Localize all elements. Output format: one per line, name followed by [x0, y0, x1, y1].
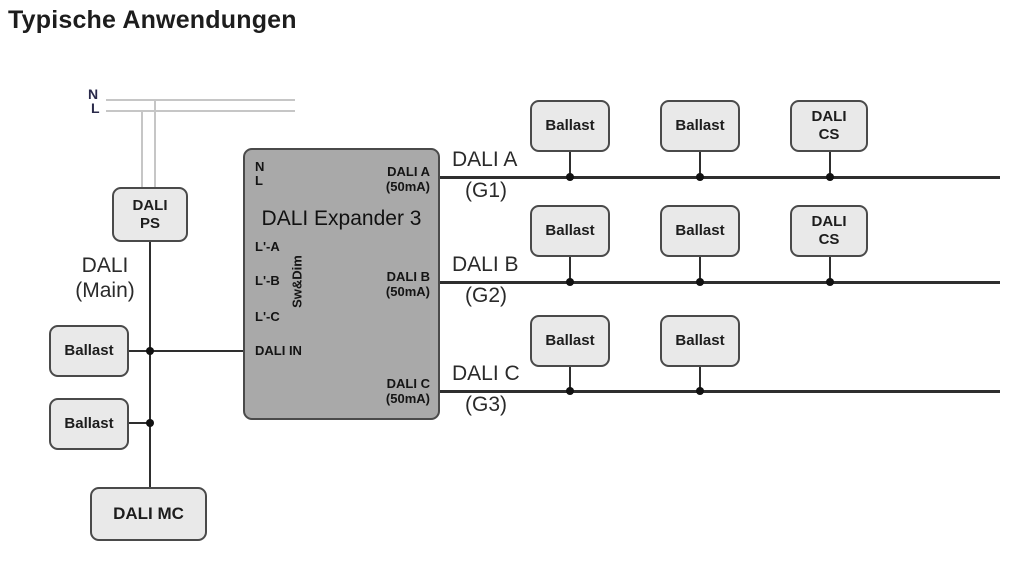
wire-mains-drop-n [154, 100, 156, 190]
junction-dot [696, 387, 704, 395]
bus-a-label: DALI A [452, 148, 518, 171]
dali-cs-box: DALI CS [790, 100, 868, 152]
expander-title: DALI Expander 3 [261, 207, 422, 230]
device-label: Ballast [545, 117, 595, 135]
expander-dali-in-terminal: DALI IN [255, 343, 302, 358]
expander-phase-la: L'-A [255, 239, 280, 254]
ballast-box: Ballast [49, 325, 129, 377]
junction-dot [566, 387, 574, 395]
bus-b-group: (G2) [465, 284, 507, 307]
wire-bus-dali-c [440, 390, 1000, 393]
ballast-label: Ballast [64, 415, 114, 433]
device-label: Ballast [675, 117, 725, 135]
wire-mains-drop-l [141, 111, 143, 190]
expander-out-b: DALI B (50mA) [385, 269, 430, 300]
wire-ballast1-to-expander [129, 350, 243, 352]
bus-a-group: (G1) [465, 179, 507, 202]
expander-out-c: DALI C (50mA) [385, 376, 430, 407]
wire-device-drop [829, 152, 831, 177]
ballast-label: Ballast [64, 342, 114, 360]
junction-dot [146, 419, 154, 427]
page-title: Typische Anwendungen [8, 6, 297, 34]
wire-mains-l [106, 110, 295, 112]
ballast-box: Ballast [660, 100, 740, 152]
wire-device-drop [569, 152, 571, 177]
dali-ps-label-line2: PS [139, 214, 160, 232]
out-c-current: (50mA) [385, 390, 430, 406]
dali-mc-label: DALI MC [113, 503, 184, 523]
junction-dot [696, 278, 704, 286]
junction-dot [696, 173, 704, 181]
wire-device-drop [699, 367, 701, 391]
expander-phase-lc: L'-C [255, 309, 280, 324]
bus-b-label: DALI B [452, 253, 519, 276]
wire-dali-main-trunk [149, 242, 151, 487]
expander-phase-lb: L'-B [255, 273, 280, 288]
bus-c-label: DALI C [452, 362, 520, 385]
junction-dot [826, 278, 834, 286]
ballast-box: Ballast [660, 205, 740, 257]
device-label-line1: DALI [811, 108, 847, 126]
junction-dot [566, 278, 574, 286]
mains-l-label: L [91, 100, 100, 116]
device-label: Ballast [675, 222, 725, 240]
device-label: Ballast [545, 222, 595, 240]
out-b-current: (50mA) [385, 283, 430, 299]
ballast-box: Ballast [530, 315, 610, 367]
ballast-box: Ballast [530, 205, 610, 257]
dali-expander-box: N L DALI Expander 3 L'-A L'-B L'-C Sw&Di… [243, 148, 440, 420]
bus-c-group: (G3) [465, 393, 507, 416]
out-a-current: (50mA) [385, 178, 430, 194]
junction-dot [566, 173, 574, 181]
wire-device-drop [569, 367, 571, 391]
dali-mc-box: DALI MC [90, 487, 207, 541]
device-label-line2: CS [818, 126, 840, 143]
device-label: Ballast [545, 332, 595, 350]
wire-mains-n [106, 99, 295, 101]
out-a-name: DALI A [387, 164, 430, 179]
wire-device-drop [699, 152, 701, 177]
expander-l-terminal: L [255, 173, 263, 188]
junction-dot [146, 347, 154, 355]
ballast-box: Ballast [530, 100, 610, 152]
out-b-name: DALI B [386, 269, 430, 284]
dali-ps-label-line1: DALI [132, 196, 168, 214]
ballast-box: Ballast [49, 398, 129, 450]
dali-ps-box: DALI PS [112, 187, 188, 242]
wire-device-drop [699, 257, 701, 282]
ballast-box: Ballast [660, 315, 740, 367]
device-label: Ballast [675, 332, 725, 350]
expander-swdim-label: Sw&Dim [289, 255, 305, 308]
wire-bus-dali-b [440, 281, 1000, 284]
wire-device-drop [569, 257, 571, 282]
mains-n-label: N [88, 86, 99, 102]
dali-main-label-line2: (Main) [75, 279, 135, 303]
out-c-name: DALI C [386, 376, 430, 391]
dali-main-label-line1: DALI [81, 254, 129, 277]
junction-dot [826, 173, 834, 181]
device-label-line1: DALI [811, 213, 847, 231]
device-label-line2: CS [818, 231, 840, 248]
expander-n-terminal: N [255, 159, 265, 174]
expander-out-a: DALI A (50mA) [385, 164, 430, 195]
wire-ballast2-stub [129, 422, 150, 424]
dali-main-label: DALI (Main) [49, 253, 161, 303]
wire-bus-dali-a [440, 176, 1000, 179]
wire-device-drop [829, 257, 831, 282]
dali-cs-box: DALI CS [790, 205, 868, 257]
